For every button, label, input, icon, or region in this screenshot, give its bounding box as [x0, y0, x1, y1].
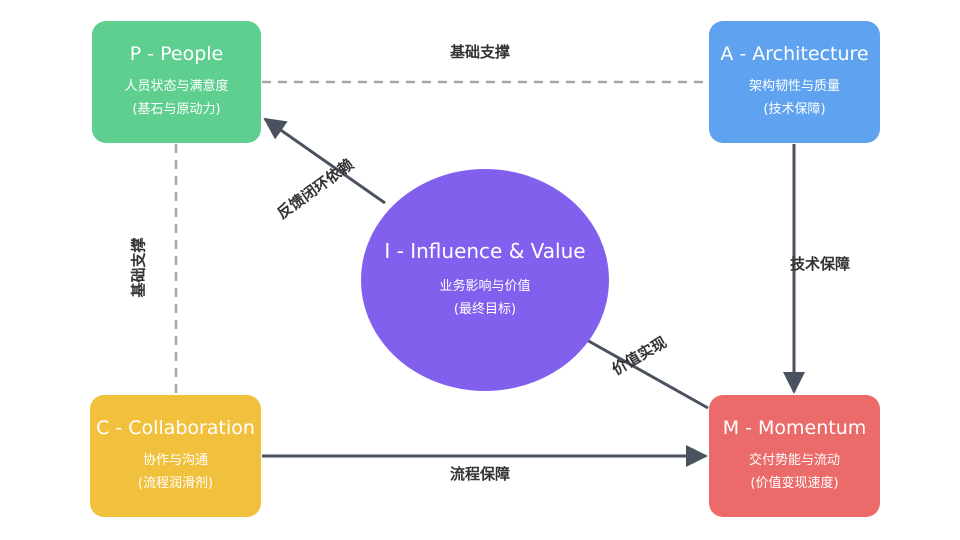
- node-momentum-line1: 交付势能与流动: [748, 453, 840, 468]
- node-architecture-line2: (技术保障): [763, 102, 826, 117]
- node-architecture-line1: 架构韧性与质量: [748, 79, 840, 94]
- node-influence-line1: 业务影响与价值: [439, 279, 531, 294]
- label-people-collaboration: 基础支撑: [129, 237, 148, 298]
- node-architecture: A - Architecture 架构韧性与质量 (技术保障): [709, 21, 880, 143]
- label-architecture-momentum: 技术保障: [790, 255, 851, 273]
- node-people-line1: 人员状态与满意度: [124, 79, 229, 94]
- node-people-line2: (基石与原动力): [132, 102, 221, 117]
- node-influence: I - Influence & Value 业务影响与价值 (最终目标): [361, 169, 609, 391]
- node-collaboration-line1: 协作与沟通: [142, 453, 208, 468]
- node-people: P - People 人员状态与满意度 (基石与原动力): [92, 21, 261, 143]
- node-people-title: P - People: [129, 43, 224, 65]
- node-momentum: M - Momentum 交付势能与流动 (价值变现速度): [709, 395, 880, 517]
- node-momentum-line2: (价值变现速度): [750, 476, 839, 491]
- label-collaboration-momentum: 流程保障: [450, 465, 511, 483]
- edge-influence-people: [263, 117, 386, 205]
- label-people-architecture: 基础支撑: [450, 43, 511, 61]
- node-collaboration-line2: (流程润滑剂): [137, 476, 214, 491]
- edge-influence-momentum: [584, 337, 709, 410]
- node-collaboration: C - Collaboration 协作与沟通 (流程润滑剂): [90, 395, 261, 517]
- node-collaboration-title: C - Collaboration: [96, 417, 255, 439]
- node-architecture-title: A - Architecture: [720, 43, 869, 65]
- node-influence-title: I - Influence & Value: [384, 239, 586, 263]
- node-influence-line2: (最终目标): [453, 302, 517, 317]
- node-momentum-title: M - Momentum: [722, 417, 867, 439]
